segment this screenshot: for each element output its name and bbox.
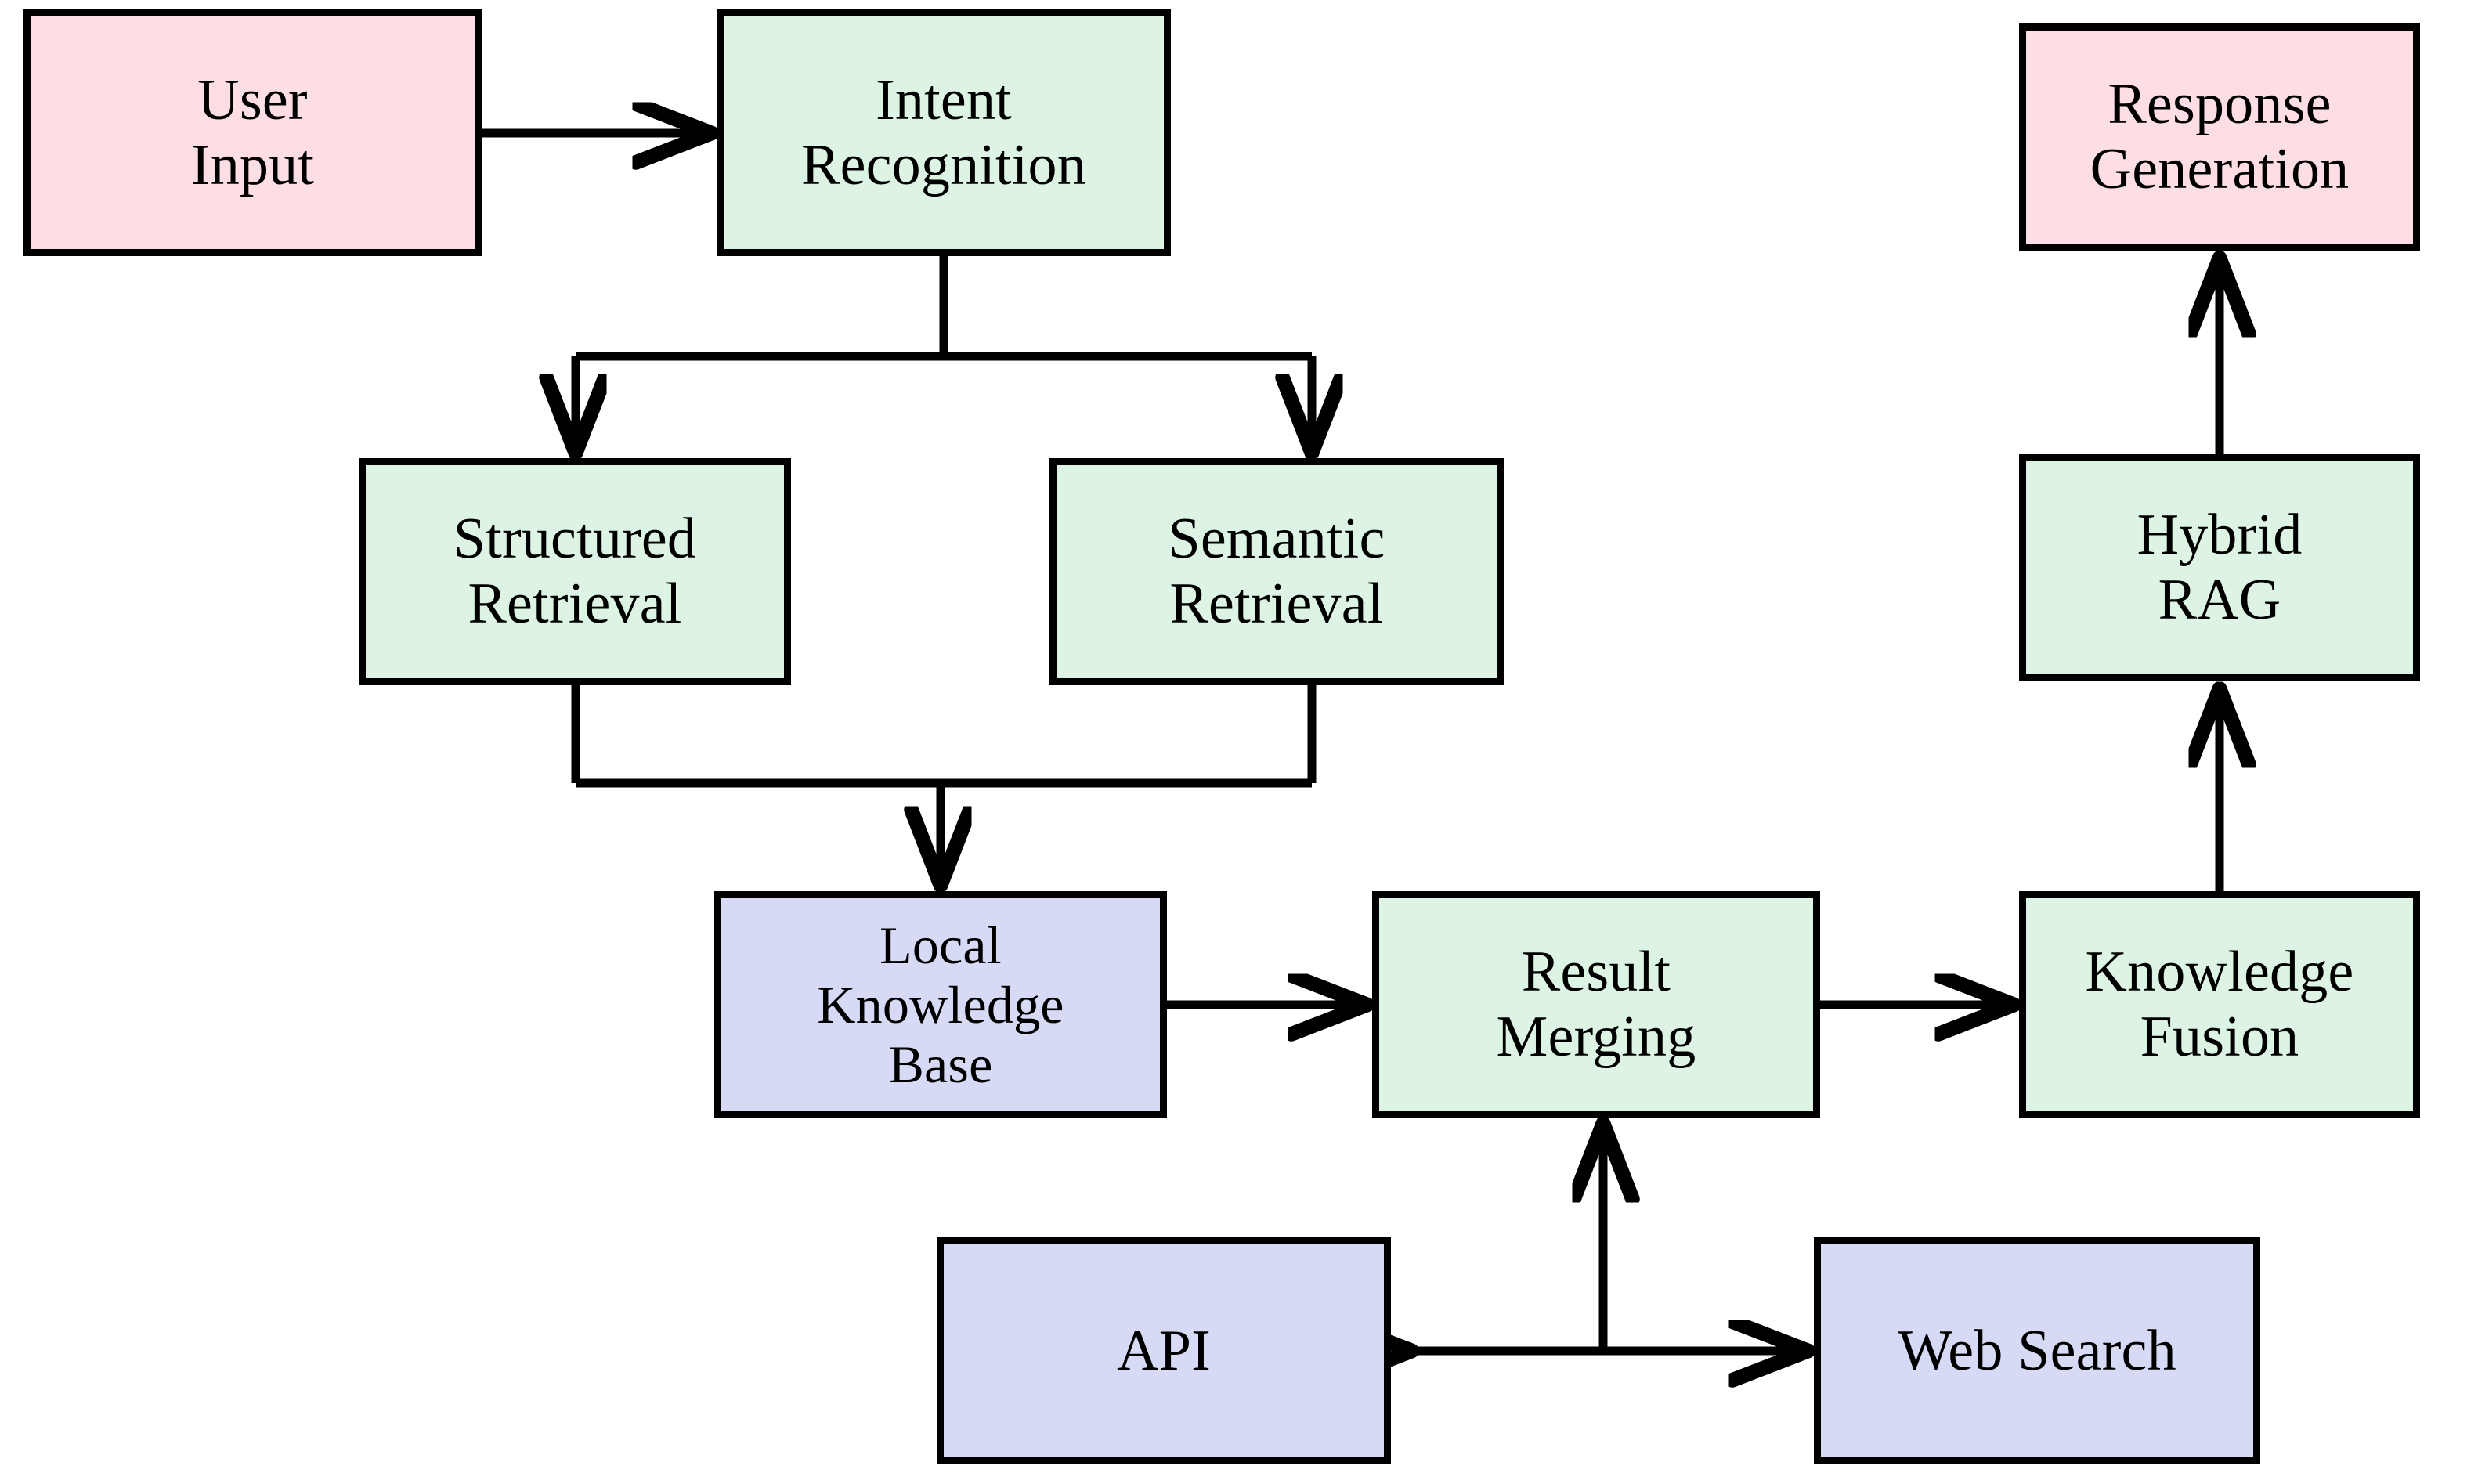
node-structured-retrieval[interactable]: Structured Retrieval (359, 458, 791, 685)
node-semantic-retrieval-line-2: Retrieval (1169, 572, 1384, 636)
node-local-knowledge-base-line-2: Knowledge (817, 974, 1064, 1034)
node-knowledge-fusion[interactable]: Knowledge Fusion (2019, 891, 2420, 1118)
node-hybrid-rag-line-1: Hybrid (2137, 503, 2303, 568)
node-structured-retrieval-line-2: Retrieval (468, 572, 682, 636)
node-structured-retrieval-line-1: Structured (453, 507, 697, 572)
node-semantic-retrieval-line-1: Semantic (1168, 507, 1385, 572)
node-response-generation-line-1: Response (2108, 72, 2332, 137)
node-hybrid-rag[interactable]: Hybrid RAG (2019, 454, 2420, 681)
node-user-input-line-2: Input (190, 132, 315, 197)
node-local-knowledge-base[interactable]: Local Knowledge Base (714, 891, 1167, 1118)
node-api-line-1: API (1117, 1318, 1211, 1383)
node-response-generation-line-2: Generation (2090, 137, 2350, 201)
node-api[interactable]: API (937, 1237, 1391, 1464)
node-web-search[interactable]: Web Search (1814, 1237, 2260, 1464)
node-hybrid-rag-line-2: RAG (2158, 568, 2281, 632)
node-result-merging-line-2: Merging (1496, 1005, 1696, 1069)
node-local-knowledge-base-line-1: Local (880, 915, 1002, 975)
node-user-input-line-1: User (197, 67, 308, 132)
node-intent-recognition-line-1: Intent (876, 67, 1012, 132)
node-response-generation[interactable]: Response Generation (2019, 23, 2420, 251)
node-user-input[interactable]: User Input (23, 9, 482, 256)
node-semantic-retrieval[interactable]: Semantic Retrieval (1049, 458, 1504, 685)
node-intent-recognition[interactable]: Intent Recognition (717, 9, 1171, 256)
node-result-merging-line-1: Result (1521, 940, 1671, 1005)
node-intent-recognition-line-2: Recognition (801, 132, 1086, 197)
node-result-merging[interactable]: Result Merging (1372, 891, 1820, 1118)
node-knowledge-fusion-line-1: Knowledge (2085, 940, 2354, 1005)
node-knowledge-fusion-line-2: Fusion (2140, 1005, 2299, 1069)
node-local-knowledge-base-line-3: Base (888, 1034, 993, 1095)
node-web-search-line-1: Web Search (1898, 1318, 2176, 1383)
